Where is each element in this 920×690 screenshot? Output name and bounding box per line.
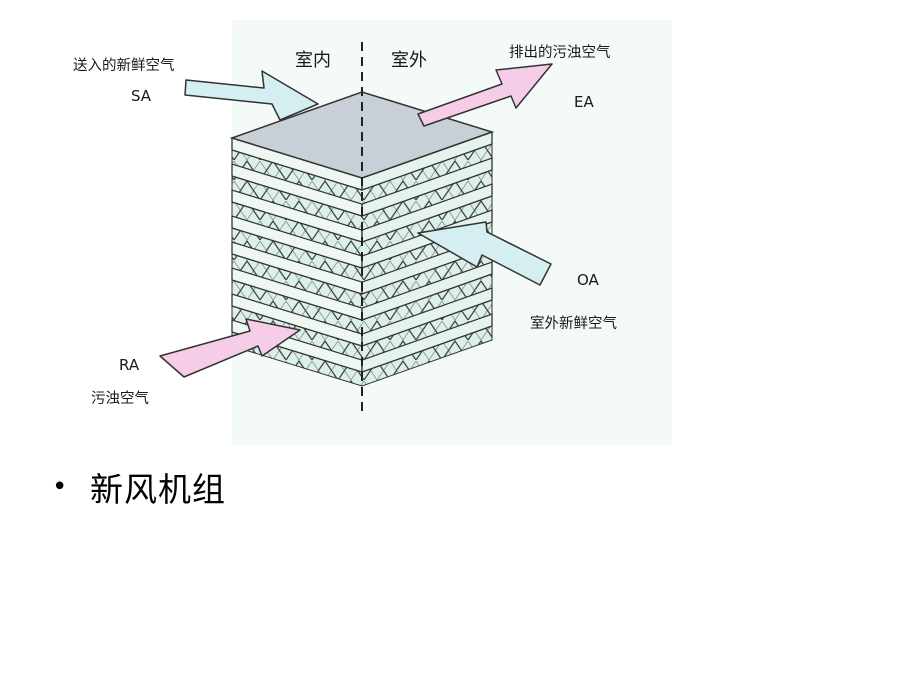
ea-arrow (417, 63, 553, 127)
bullet-text: 新风机组 (90, 470, 226, 509)
label-ea-cn: 排出的污浊空气 (509, 44, 611, 61)
label-ra: RA (119, 356, 140, 374)
label-sa: SA (131, 87, 152, 105)
sa-arrow (184, 70, 319, 121)
label-ra-cn: 污浊空气 (91, 390, 149, 407)
plate-layer (231, 261, 493, 335)
label-sa-cn: 送入的新鲜空气 (73, 57, 175, 74)
heat-exchanger-diagram: 室内 室外 送入的新鲜空气 SA 排出的污浊空气 EA OA 室外新鲜空气 RA… (73, 20, 672, 445)
oa-arrow (417, 221, 552, 286)
label-ea: EA (574, 93, 594, 111)
bullet-item: • 新风机组 (52, 462, 226, 512)
label-outdoor: 室外 (391, 50, 427, 71)
bullet-dot: • (52, 472, 68, 502)
plate-layer (231, 157, 493, 231)
label-indoor: 室内 (295, 50, 331, 71)
label-oa: OA (577, 271, 600, 289)
ra-arrow (159, 318, 301, 378)
label-oa-cn: 室外新鲜空气 (530, 315, 617, 332)
